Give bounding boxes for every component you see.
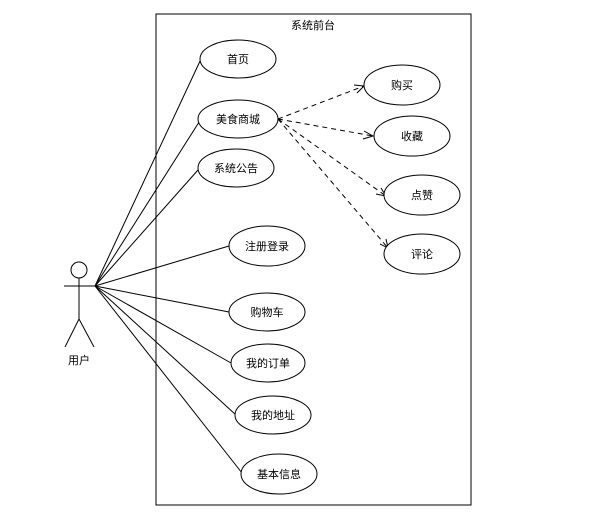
use-case-basic-info-label: 基本信息 xyxy=(257,467,301,481)
associations xyxy=(94,58,243,474)
actor-left-leg xyxy=(64,318,80,348)
association-my-orders xyxy=(94,285,232,364)
arrowhead-favorite xyxy=(362,130,375,140)
use-case-cart[interactable]: 购物车 xyxy=(228,292,306,332)
use-case-announcement[interactable]: 系统公告 xyxy=(197,148,275,188)
association-my-address xyxy=(94,285,237,416)
use-case-register-login[interactable]: 注册登录 xyxy=(228,225,306,267)
use-case-my-orders-label: 我的订单 xyxy=(246,356,290,370)
extend-like xyxy=(277,118,387,197)
use-case-register-login-label: 注册登录 xyxy=(245,239,289,253)
use-case-my-address[interactable]: 我的地址 xyxy=(234,395,312,435)
use-case-favorite-ellipse xyxy=(373,115,451,157)
use-case-my-address-label: 我的地址 xyxy=(251,408,295,422)
use-case-favorite-label: 收藏 xyxy=(401,129,423,143)
use-case-food-mall-label: 美食商城 xyxy=(216,112,260,126)
use-case-cart-ellipse xyxy=(228,292,306,332)
extend-buy xyxy=(277,85,365,120)
use-case-favorite[interactable]: 收藏 xyxy=(373,115,451,157)
association-food-mall xyxy=(94,118,202,287)
use-case-buy[interactable]: 购买 xyxy=(363,64,441,106)
use-case-my-orders[interactable]: 我的订单 xyxy=(230,343,306,383)
association-register-login xyxy=(94,245,230,287)
actor-label: 用户 xyxy=(68,353,90,367)
use-case-like-ellipse xyxy=(383,174,461,216)
association-basic-info xyxy=(94,285,243,474)
use-case-register-login-ellipse xyxy=(228,225,306,267)
use-case-home-ellipse xyxy=(199,39,277,79)
use-case-home[interactable]: 首页 xyxy=(199,39,277,79)
use-case-my-orders-ellipse xyxy=(230,343,306,383)
extend-favorite xyxy=(277,118,374,137)
extend-comment xyxy=(277,118,389,249)
use-case-basic-info-ellipse xyxy=(240,453,318,495)
use-case-comment-ellipse xyxy=(383,233,461,275)
use-case-announcement-ellipse xyxy=(197,148,275,188)
use-case-like-label: 点赞 xyxy=(411,189,433,202)
association-cart xyxy=(94,285,230,313)
use-case-basic-info[interactable]: 基本信息 xyxy=(240,453,318,495)
use-case-cart-label: 购物车 xyxy=(251,305,284,319)
use-case-comment[interactable]: 评论 xyxy=(383,233,461,275)
actor-head xyxy=(70,261,88,279)
association-home xyxy=(94,58,202,287)
actor-user: 用户 xyxy=(64,261,95,367)
use-case-home-label: 首页 xyxy=(227,52,249,66)
association-announcement xyxy=(94,169,199,287)
use-case-announcement-label: 系统公告 xyxy=(214,162,258,175)
use-case-buy-ellipse xyxy=(363,64,441,106)
actor-right-leg xyxy=(78,318,95,348)
system-title: 系统前台 xyxy=(291,18,335,32)
use-case-my-address-ellipse xyxy=(234,395,312,435)
use-case-food-mall[interactable]: 美食商城 xyxy=(197,99,279,139)
use-case-like[interactable]: 点赞 xyxy=(383,174,461,216)
use-case-food-mall-ellipse xyxy=(197,99,279,139)
use-case-comment-label: 评论 xyxy=(411,247,433,261)
use-case-buy-label: 购买 xyxy=(391,78,413,92)
